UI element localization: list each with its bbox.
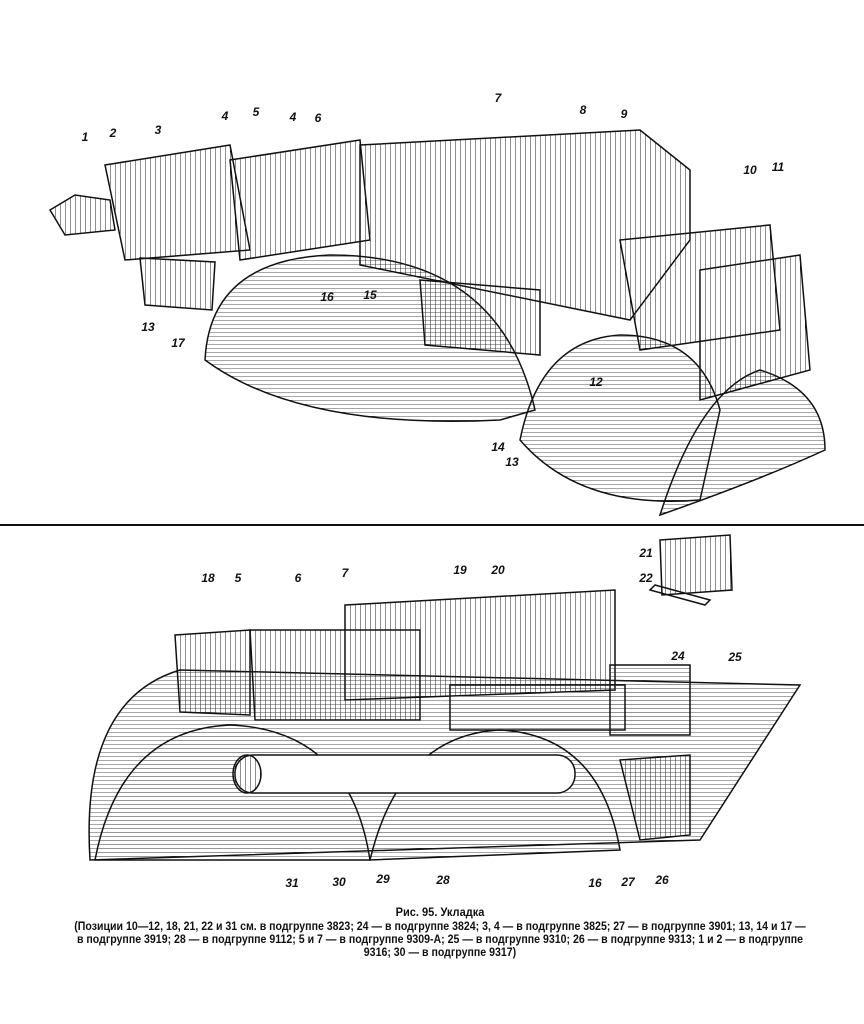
callout-label: 20 [491, 563, 505, 577]
callout-label: 7 [494, 91, 502, 105]
callout-label: 17 [171, 336, 185, 350]
caption-title: Рис. 95. Укладка [395, 905, 485, 919]
callout-label: 11 [771, 160, 785, 174]
callout-label: 12 [589, 375, 603, 389]
figure-divider [0, 524, 864, 526]
callout-label: 2 [109, 126, 117, 140]
callout-label: 16 [320, 290, 334, 304]
illustration-top [48, 129, 826, 517]
callout-label: 3 [154, 123, 162, 137]
callout-label: 7 [341, 566, 349, 580]
callout-label: 6 [314, 111, 322, 125]
callout-label: 1 [81, 130, 89, 144]
figure-caption: Рис. 95. Укладка (Позиции 10—12, 18, 21,… [72, 906, 808, 960]
callout-label: 13 [505, 455, 519, 469]
callout-label: 28 [436, 873, 450, 887]
callout-label: 25 [728, 650, 742, 664]
callout-label: 9 [620, 107, 628, 121]
callout-label: 8 [579, 103, 587, 117]
callout-label: 26 [655, 873, 669, 887]
callout-label: 24 [671, 649, 685, 663]
callout-label: 19 [453, 563, 467, 577]
caption-body: (Позиции 10—12, 18, 21, 22 и 31 см. в по… [74, 921, 806, 959]
callout-label: 14 [491, 440, 505, 454]
callout-label: 10 [743, 163, 757, 177]
callout-label: 4 [289, 110, 297, 124]
callout-label: 22 [639, 571, 653, 585]
callout-label: 4 [221, 109, 229, 123]
callout-label: 30 [332, 875, 346, 889]
callout-label: 5 [252, 105, 260, 119]
callout-label: 27 [621, 875, 635, 889]
callout-label: 29 [376, 872, 390, 886]
callout-label: 16 [588, 876, 602, 890]
callout-label: 5 [234, 571, 242, 585]
callout-label: 13 [141, 320, 155, 334]
callout-label: 21 [639, 546, 653, 560]
callout-label: 6 [294, 571, 302, 585]
callout-label: 31 [285, 876, 299, 890]
callout-label: 15 [363, 288, 377, 302]
callout-label: 18 [201, 571, 215, 585]
